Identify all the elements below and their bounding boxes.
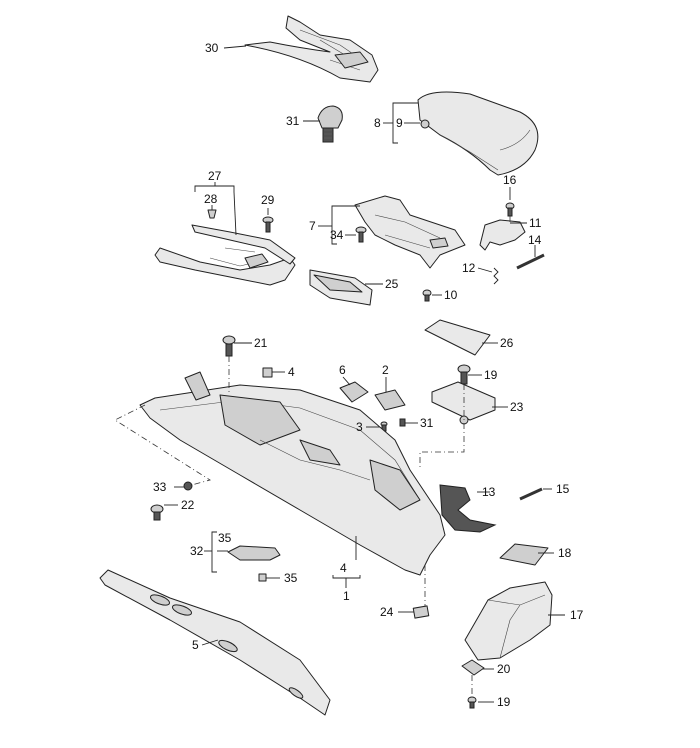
callout-8: 8	[374, 116, 381, 130]
part-5-insulation-strip	[99, 569, 331, 716]
callout-13: 13	[482, 485, 496, 499]
leader-lines	[164, 45, 565, 703]
callout-22: 22	[181, 498, 195, 512]
callout-3: 3	[356, 420, 363, 434]
guide-lines	[114, 216, 511, 695]
callout-33: 33	[153, 480, 167, 494]
callout-18: 18	[558, 546, 572, 560]
callout-19: 19	[484, 368, 498, 382]
callout-26: 26	[500, 336, 514, 350]
part-6-switch	[339, 381, 369, 403]
part-8-armrest-lid	[417, 91, 539, 176]
callout-12: 12	[462, 261, 476, 275]
callout-24: 24	[380, 605, 394, 619]
part-31-knob	[317, 105, 343, 143]
part-21-screw	[222, 335, 236, 357]
part-7-storage-bracket	[354, 195, 466, 269]
part-16-screw	[505, 202, 515, 217]
callout-5: 5	[192, 638, 199, 652]
callout-9: 9	[396, 116, 403, 130]
part-23-plate	[431, 381, 496, 425]
callout-1: 1	[343, 589, 350, 603]
part-19-screw-upper	[457, 364, 471, 385]
callout-31: 31	[420, 416, 434, 430]
part-25-bin	[309, 269, 373, 306]
part-2-switch	[374, 389, 406, 411]
part-13-bracket	[439, 484, 497, 533]
part-15-pin	[519, 487, 543, 501]
callout-4: 4	[340, 561, 347, 575]
part-17-end-cap	[464, 581, 553, 661]
callout-15: 15	[556, 482, 570, 496]
callout-31: 31	[286, 114, 300, 128]
callout-17: 17	[570, 608, 584, 622]
callout-16: 16	[503, 173, 517, 187]
part-35-clip	[258, 573, 267, 582]
part-34-screw	[355, 226, 367, 243]
callout-25: 25	[385, 277, 399, 291]
callout-19: 19	[497, 695, 511, 709]
callout-2: 2	[382, 363, 389, 377]
part-19-screw-lower	[467, 696, 477, 709]
callout-14: 14	[528, 233, 542, 247]
callout-35: 35	[218, 531, 232, 545]
part-33-nut	[183, 481, 193, 491]
part-28-clip	[207, 209, 217, 219]
part-4-clip	[262, 367, 273, 378]
part-14-rod	[516, 253, 545, 270]
callout-6: 6	[339, 363, 346, 377]
callout-29: 29	[261, 193, 275, 207]
part-12-spring	[493, 267, 499, 285]
callout-labels: 30 31 8 9 27 28 29 16 7 34 11 14 12 25 1…	[153, 41, 584, 709]
callout-10: 10	[444, 288, 458, 302]
callout-4: 4	[288, 365, 295, 379]
part-9-clip	[420, 119, 430, 129]
callout-11: 11	[529, 216, 542, 230]
part-11-bracket	[479, 219, 526, 251]
callout-20: 20	[497, 662, 511, 676]
callout-28: 28	[204, 192, 218, 206]
callout-34: 34	[330, 228, 344, 242]
callout-27: 27	[208, 169, 222, 183]
part-27-lower-frame	[154, 224, 296, 286]
callout-23: 23	[510, 400, 524, 414]
part-1-center-console	[139, 371, 446, 576]
part-10-screw	[422, 289, 432, 302]
part-26-mat	[424, 319, 491, 356]
part-22-screw	[150, 504, 164, 521]
part-29-screw	[262, 216, 274, 233]
part-30-trim-frame	[244, 15, 379, 83]
part-32-cover	[227, 545, 281, 561]
callout-7: 7	[309, 219, 316, 233]
part-24-clip	[412, 605, 430, 619]
part-18-pad	[499, 543, 549, 566]
callout-30: 30	[205, 41, 219, 55]
callout-35: 35	[284, 571, 298, 585]
callout-21: 21	[254, 336, 268, 350]
part-20-clip	[461, 659, 485, 676]
callout-32: 32	[190, 544, 204, 558]
part-31-clip	[399, 418, 406, 427]
